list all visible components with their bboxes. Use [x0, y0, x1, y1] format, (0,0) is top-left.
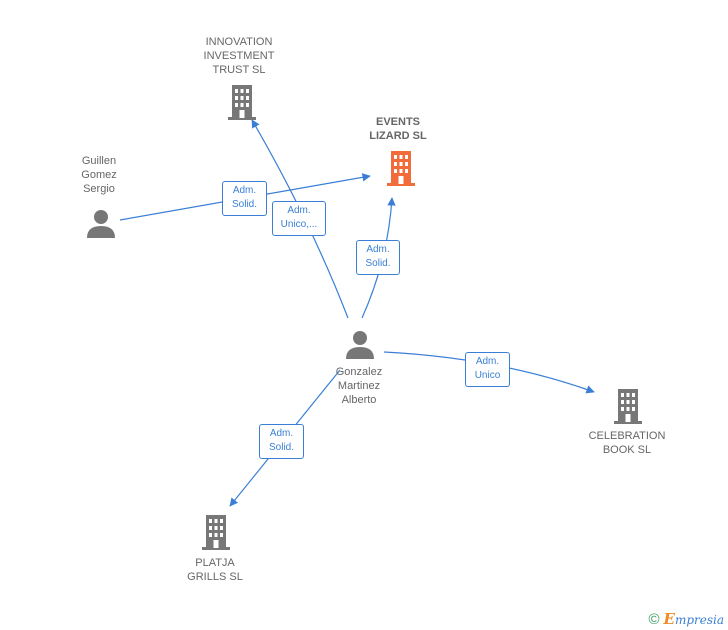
empresia-logo: Empresia: [663, 610, 725, 628]
node-label-platja-grills[interactable]: PLATJA GRILLS SL: [187, 557, 243, 583]
node-label-gonzalez-martinez-alberto[interactable]: Gonzalez Martinez Alberto: [335, 366, 383, 406]
copyright-icon: ©: [648, 610, 660, 628]
edge-label-guillen-events[interactable]: Adm. Solid.: [222, 181, 267, 216]
edge-label-gonzalez-platja[interactable]: Adm. Solid.: [259, 424, 304, 459]
edge-label-gonzalez-events[interactable]: Adm. Solid.: [356, 240, 400, 275]
node-label-innovation-investment-trust[interactable]: INNOVATION INVESTMENT TRUST SL: [203, 36, 275, 76]
edge-label-gonzalez-innovation[interactable]: Adm. Unico,...: [272, 201, 326, 236]
person-icon[interactable]: [86, 208, 116, 238]
node-label-events-lizard[interactable]: EVENTS LIZARD SL: [369, 116, 427, 142]
edge-label-gonzalez-celebration[interactable]: Adm. Unico: [465, 352, 510, 387]
node-label-guillen-gomez-sergio[interactable]: Guillen Gomez Sergio: [81, 155, 117, 195]
node-label-celebration-book[interactable]: CELEBRATION BOOK SL: [588, 430, 666, 456]
person-icon[interactable]: [345, 329, 375, 359]
building-icon[interactable]: [612, 388, 644, 424]
footer-branding: © Empresia: [648, 610, 724, 628]
building-icon[interactable]: [226, 84, 258, 120]
building-icon[interactable]: [200, 514, 232, 550]
building-icon-highlighted[interactable]: [385, 150, 417, 186]
